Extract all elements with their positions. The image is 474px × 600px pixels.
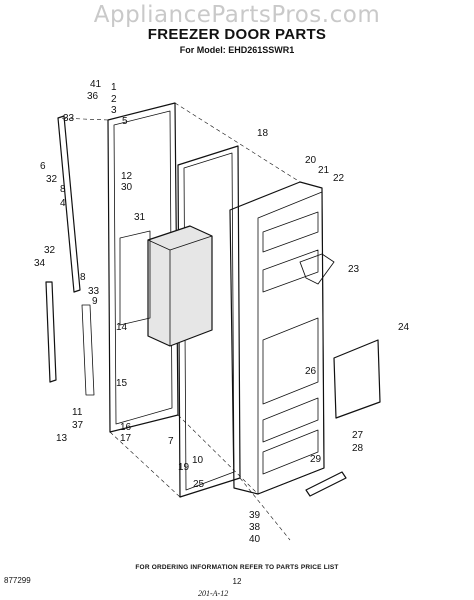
callout: 5 xyxy=(122,116,128,127)
hinge-bar-lower xyxy=(45,281,57,383)
callout: 17 xyxy=(120,433,132,444)
callout: 34 xyxy=(34,258,46,269)
callout: 8 xyxy=(60,184,66,195)
callout: 29 xyxy=(310,454,322,465)
callout: 27 xyxy=(352,430,364,441)
bottom-track xyxy=(305,471,347,497)
callout: 39 xyxy=(249,510,261,521)
callout: 7 xyxy=(168,436,174,447)
callout: 6 xyxy=(40,161,46,172)
callout: 41 xyxy=(90,79,102,90)
door-cover xyxy=(333,339,381,419)
callout: 24 xyxy=(398,322,410,333)
callout: 19 xyxy=(178,462,190,473)
callout: 36 xyxy=(87,91,99,102)
callout: 8 xyxy=(80,272,86,283)
callout: 1 xyxy=(111,82,117,93)
callout: 4 xyxy=(60,198,66,209)
watermark: AppliancePartsPros.com xyxy=(93,2,381,28)
handwritten-note: 201-A-12 xyxy=(198,589,229,598)
callout: 40 xyxy=(249,534,261,545)
callout: 26 xyxy=(305,366,317,377)
callout: 23 xyxy=(348,264,360,275)
hinge-bar-upper xyxy=(57,115,81,293)
callout: 15 xyxy=(116,378,128,389)
callout: 30 xyxy=(121,182,133,193)
callout: 33 xyxy=(63,113,75,124)
model-subtitle: For Model: EHD261SSWR1 xyxy=(179,45,295,55)
callout: 12 xyxy=(121,171,133,182)
callout: 2 xyxy=(111,94,117,105)
callout: 16 xyxy=(120,422,132,433)
document-code: 877299 xyxy=(4,576,31,585)
page-number: 12 xyxy=(232,577,242,586)
callout: 33 xyxy=(88,286,100,297)
callout: 25 xyxy=(193,479,205,490)
callout: 32 xyxy=(44,245,56,256)
callout: 18 xyxy=(257,128,269,139)
dispenser-housing xyxy=(147,225,213,347)
callout: 10 xyxy=(192,455,204,466)
callout: 11 xyxy=(72,407,83,418)
callout: 21 xyxy=(318,165,330,176)
part-callouts: 41 36 1 2 3 5 33 6 32 8 4 18 20 21 22 12… xyxy=(34,79,410,545)
callout: 14 xyxy=(116,322,128,333)
callout: 31 xyxy=(134,212,146,223)
inner-door-panel xyxy=(229,181,325,495)
callout: 9 xyxy=(92,296,98,307)
chute-part xyxy=(299,253,335,285)
callout: 32 xyxy=(46,174,58,185)
callout: 28 xyxy=(352,443,364,454)
callout: 38 xyxy=(249,522,261,533)
callout: 13 xyxy=(56,433,68,444)
callout: 20 xyxy=(305,155,317,166)
callout: 22 xyxy=(333,173,345,184)
callout: 3 xyxy=(111,105,117,116)
page-title: FREEZER DOOR PARTS xyxy=(147,26,327,43)
ordering-note: FOR ORDERING INFORMATION REFER TO PARTS … xyxy=(135,564,339,571)
callout: 37 xyxy=(72,420,84,431)
insulation-panel xyxy=(119,230,151,326)
